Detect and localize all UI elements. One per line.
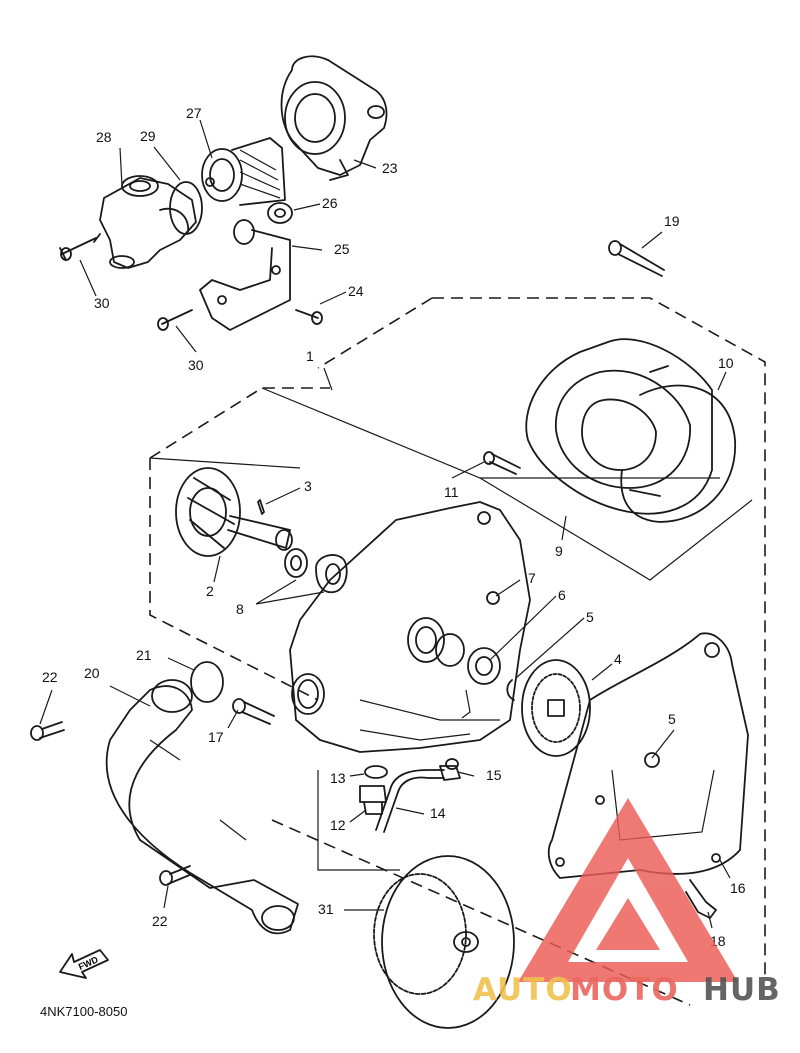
watermark-hub: HUB	[703, 972, 781, 1008]
label-23: 23	[382, 160, 398, 176]
label-2: 2	[206, 583, 214, 599]
fitting-18	[685, 879, 717, 919]
label-21: 21	[136, 647, 152, 663]
label-29: 29	[140, 128, 156, 144]
watermark-text: AUTO MOTO HUB	[473, 972, 781, 1008]
bolts-22	[30, 721, 193, 886]
bolts-30-24	[59, 233, 323, 331]
label-27: 27	[186, 105, 202, 121]
label-25: 25	[334, 241, 350, 257]
washer-26	[267, 202, 293, 224]
seals-8	[284, 548, 348, 594]
gear-31	[373, 855, 515, 1029]
drain-bolt-12	[359, 785, 387, 815]
water-pipe-20	[105, 679, 299, 935]
label-5-upper: 5	[586, 609, 594, 625]
fitting-15	[439, 758, 461, 781]
label-17: 17	[208, 729, 224, 745]
label-9: 9	[555, 543, 563, 559]
label-31: 31	[318, 901, 334, 917]
label-7: 7	[528, 570, 536, 586]
thermostat	[201, 137, 286, 206]
o-ring-29	[169, 181, 203, 235]
label-15: 15	[486, 767, 502, 783]
thermostat-housing	[280, 55, 388, 181]
label-11: 11	[444, 484, 459, 500]
pin-3	[257, 499, 265, 515]
part-code: 4NK7100-8050	[40, 1004, 127, 1019]
watermark-auto: AUTO	[473, 972, 573, 1008]
label-28: 28	[96, 129, 112, 145]
watermark-moto: MOTO	[570, 972, 679, 1008]
assembly-reference-lines	[149, 387, 753, 871]
bolt-11	[483, 451, 521, 475]
label-19: 19	[664, 213, 680, 229]
part-labels: 28 29 27 23 26 25 24 30 30 19 1 10 11 3 …	[42, 105, 746, 949]
pump-cover-9	[525, 338, 713, 515]
label-10: 10	[718, 355, 734, 371]
label-3: 3	[304, 478, 312, 494]
bolt-19	[608, 240, 665, 277]
label-30-upper: 30	[94, 295, 110, 311]
label-22-lower: 22	[152, 913, 168, 929]
bolt-17	[232, 698, 275, 725]
label-12: 12	[330, 817, 346, 833]
label-20: 20	[84, 665, 100, 681]
label-13: 13	[330, 770, 346, 786]
watermark-logo	[518, 798, 738, 982]
label-4: 4	[614, 651, 622, 667]
label-8: 8	[236, 601, 244, 617]
label-6: 6	[558, 587, 566, 603]
water-outlet-fitting	[99, 175, 197, 269]
label-14: 14	[430, 805, 446, 821]
o-ring-21	[190, 661, 224, 703]
bracket-25	[199, 229, 291, 331]
washer-13	[364, 765, 388, 779]
label-22-upper: 22	[42, 669, 58, 685]
label-5-lower: 5	[668, 711, 676, 727]
label-30-lower: 30	[188, 357, 204, 373]
gasket-ring	[233, 219, 255, 245]
label-1: 1	[306, 348, 314, 364]
impeller-2	[175, 467, 293, 557]
leader-lines	[39, 119, 731, 929]
gear-4	[521, 659, 591, 757]
label-16: 16	[730, 880, 746, 896]
pump-housing	[289, 501, 531, 753]
label-24: 24	[348, 283, 364, 299]
fwd-arrow: FWD	[59, 949, 109, 979]
hose-14	[375, 769, 445, 833]
gasket-10	[620, 384, 736, 523]
circlip-5	[506, 679, 515, 701]
label-26: 26	[322, 195, 338, 211]
